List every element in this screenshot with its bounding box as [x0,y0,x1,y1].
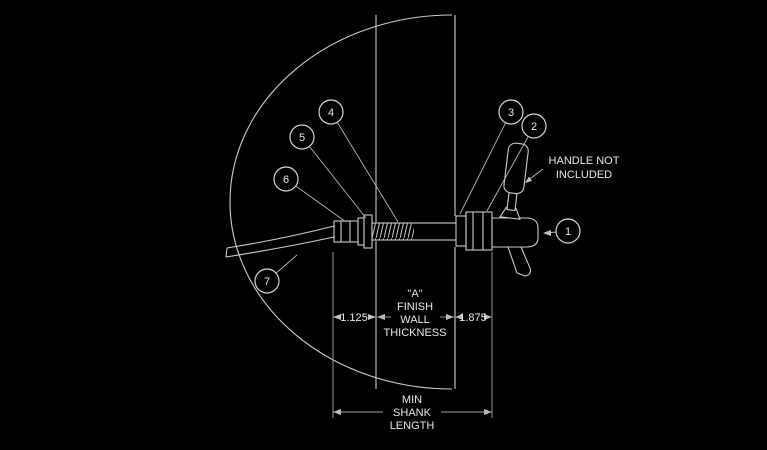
callout-number: 7 [264,276,270,288]
callout-bubble [318,99,344,125]
callout-1: 1 [543,218,581,244]
beer-line-hose [225,225,335,258]
callout-6: 6 [273,166,347,223]
wall-thickness-label-line: "A" [407,288,422,300]
hose-top-edge [226,225,335,249]
min-shank-label-line: SHANK [393,407,432,419]
dim-left-value: 1.125 [340,312,368,324]
leader-line [330,111,399,223]
callout-number: 5 [299,132,305,144]
callout-number: 1 [565,226,571,238]
faucet-spout [507,246,531,277]
handle-paddle [503,142,529,195]
hose-bottom-edge [225,236,335,258]
mounting-surface-arc [229,14,453,390]
dimensions: 1.125 "A" FINISH WALL THICKNESS 1.875 MI… [332,252,493,432]
dim-arrow-icon [333,314,341,320]
leader-arrow-icon [543,230,551,236]
leader-line [301,136,367,219]
wall-section [375,15,456,389]
callout-bubble [498,99,524,125]
wall-thickness-label-line: WALL [400,314,430,326]
tap-handle [499,142,529,220]
dim-right-value: 1.875 [459,312,487,324]
dimension-right: 1.875 [455,312,492,324]
callout-bubble [254,268,280,294]
lock-nut [363,214,373,249]
callout-7: 7 [254,254,298,294]
lock-washer [357,217,365,246]
callout-number: 6 [283,174,289,186]
dimension-left: 1.125 [333,312,376,324]
callout-number: 3 [508,107,514,119]
callout-number: 2 [531,121,537,133]
faucet-body [491,217,539,248]
dim-arrow-icon [455,314,463,320]
callout-4: 4 [318,99,399,223]
handle-note-line: INCLUDED [556,169,612,181]
callout-bubble [555,218,581,244]
leader-line [459,111,512,215]
shank-threads [372,223,414,240]
dimension-wall-thickness: "A" FINISH WALL THICKNESS [377,288,454,339]
leader-arrow-icon [525,176,532,183]
dim-arrow-icon [484,314,492,320]
callout-5: 5 [289,124,367,219]
min-shank-label-line: LENGTH [390,420,435,432]
callout-bubble [273,166,299,192]
wall-thickness-label-line: FINISH [397,301,433,313]
tailpiece-hex-nut [333,220,359,243]
faucet [465,211,539,277]
hose-end-cap [225,247,228,258]
callout-bubble [521,113,547,139]
dimension-min-shank-length: MIN SHANK LENGTH [333,394,492,432]
shank-assembly [333,214,467,249]
callout-3: 3 [459,99,524,215]
shank-collar [455,215,467,247]
handle-note: HANDLE NOT INCLUDED [525,155,620,183]
min-shank-label-line: MIN [402,394,422,406]
callout-2: 2 [486,113,547,212]
leader-line [486,125,535,212]
callout-bubble [289,124,315,150]
handle-note-line: HANDLE NOT [549,155,620,167]
callout-number: 4 [328,107,334,119]
callouts: 4 5 6 7 3 2 1 [254,99,581,294]
dim-arrow-icon [368,314,376,320]
faucet-coupling-nut [465,211,493,251]
wall-thickness-label-line: THICKNESS [384,327,447,339]
